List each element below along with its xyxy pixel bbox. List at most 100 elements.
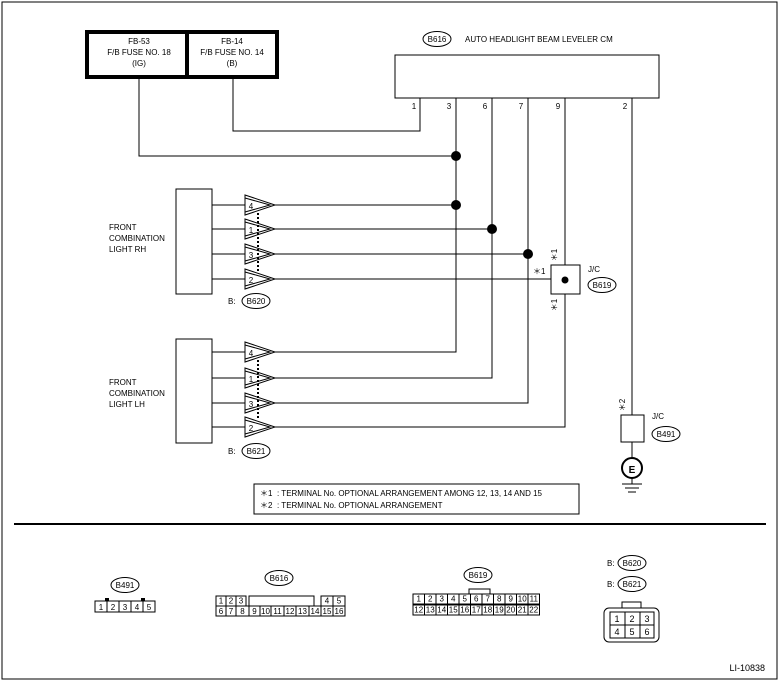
rh-label-line: COMBINATION xyxy=(109,234,165,243)
lh-label-line: LIGHT LH xyxy=(109,400,145,409)
six-pin-number: 1 xyxy=(614,614,619,624)
note-text: : TERMINAL No. OPTIONAL ARRANGEMENT xyxy=(277,501,443,510)
conn-b619-badge xyxy=(463,567,493,583)
lh-pin-number: 3 xyxy=(249,400,254,409)
connector-pin-number: 3 xyxy=(440,595,445,604)
conn-b616-badge xyxy=(264,570,294,586)
junction-dots xyxy=(451,151,569,284)
lh-pin-number: 4 xyxy=(249,349,254,358)
conn-b491-name: B491 xyxy=(116,581,135,590)
jc-b491-box xyxy=(620,414,645,443)
conn-b491-pin: 3 xyxy=(123,603,128,612)
lh-pin-number: 2 xyxy=(249,424,254,433)
rh-pin-number: 4 xyxy=(249,202,254,211)
fuse-2-id: FB-14 xyxy=(221,37,243,46)
connector-cell xyxy=(527,604,540,616)
ecu-pin-label: 9 xyxy=(556,102,561,111)
six-pin-number: 6 xyxy=(644,627,649,637)
fuse-2-line2: (B) xyxy=(227,59,238,68)
connector-pin-number: 9 xyxy=(252,607,257,616)
ecu-connector-badge xyxy=(422,31,452,47)
rh-connector-label: B620 xyxy=(247,297,266,306)
connector-cell xyxy=(527,593,540,605)
connector-pin-number: 17 xyxy=(472,606,481,615)
connector-pin-number: 10 xyxy=(261,607,270,616)
jc-b491-mark: ＊2 xyxy=(618,398,627,411)
jc-b619-mark-left: ＊1 xyxy=(533,267,546,276)
conn-b620-name: B620 xyxy=(623,559,642,568)
lh-label-line: COMBINATION xyxy=(109,389,165,398)
conn-b491-face xyxy=(94,598,156,613)
connector-pin-number: 6 xyxy=(474,595,479,604)
connector-pin-number: 8 xyxy=(240,607,245,616)
connector-cell xyxy=(332,605,346,617)
jc-b619-badge xyxy=(587,277,617,293)
rh-label-line: FRONT xyxy=(109,223,137,232)
fuse-block xyxy=(85,30,279,79)
jc-b619-mark-bottom: ＊1 xyxy=(550,298,559,311)
conn-b620-badge xyxy=(617,555,647,571)
conn-b491-badge xyxy=(110,577,140,593)
note-mark: ＊2 xyxy=(260,501,273,510)
rh-pin-group xyxy=(212,194,277,290)
six-pin-number: 4 xyxy=(614,627,619,637)
connector-pin-number: 6 xyxy=(219,607,224,616)
connector-pin-number: 5 xyxy=(463,595,468,604)
ecu-pin-label: 1 xyxy=(412,102,417,111)
notes-box xyxy=(253,483,580,515)
connector-pin-number: 2 xyxy=(428,595,433,604)
connector-pin-number: 5 xyxy=(337,597,342,606)
six-pin-number: 2 xyxy=(629,614,634,624)
connector-pin-number: 14 xyxy=(437,606,446,615)
figure-id: LI-10838 xyxy=(729,663,765,673)
connector-pin-number: 12 xyxy=(414,606,423,615)
connector-pin-number: 13 xyxy=(426,606,435,615)
note-text: : TERMINAL No. OPTIONAL ARRANGEMENT AMON… xyxy=(277,489,543,498)
connector-pin-number: 1 xyxy=(219,597,224,606)
connector-pin-number: 14 xyxy=(311,607,320,616)
rh-pin-number: 1 xyxy=(249,226,254,235)
jc-b619-mark-top: ＊1 xyxy=(550,248,559,261)
fuse-1-line1: F/B FUSE NO. 18 xyxy=(107,48,171,57)
jc-b491-connector: B491 xyxy=(657,430,676,439)
connector-pin-number: 20 xyxy=(506,606,515,615)
ecu-pin-label: 6 xyxy=(483,102,488,111)
connector-pin-number: 22 xyxy=(529,606,538,615)
connector-pin-number: 16 xyxy=(335,607,344,616)
lh-label-line: FRONT xyxy=(109,378,137,387)
conn-b616-name: B616 xyxy=(270,574,289,583)
connector-pin-number: 10 xyxy=(518,595,527,604)
connector-pin-number: 9 xyxy=(509,595,514,604)
ecu-title: AUTO HEADLIGHT BEAM LEVELER CM xyxy=(465,35,613,44)
connector-key-outline xyxy=(468,588,491,594)
six-pin-number: 5 xyxy=(629,627,634,637)
rh-pin-number: 2 xyxy=(249,276,254,285)
conn-b491-pin: 5 xyxy=(147,603,152,612)
ecu-pin-label: 2 xyxy=(623,102,628,111)
jc-b619-connector: B619 xyxy=(593,281,612,290)
fuse-1-line2: (IG) xyxy=(132,59,146,68)
conn-b621-name: B621 xyxy=(623,580,642,589)
connector-pin-number: 11 xyxy=(530,595,539,604)
wires xyxy=(138,77,633,458)
rh-connector-prefix: B: xyxy=(228,297,236,306)
rh-pin-number: 3 xyxy=(249,251,254,260)
connector-pin-number: 1 xyxy=(417,595,422,604)
connector-pin-number: 15 xyxy=(323,607,332,616)
connector-pin-number: 15 xyxy=(449,606,458,615)
ecu-pin-label: 3 xyxy=(447,102,452,111)
six-pin-number: 3 xyxy=(644,614,649,624)
connector-pin-number: 2 xyxy=(229,597,234,606)
rh-label-line: LIGHT RH xyxy=(109,245,146,254)
connector-pin-number: 3 xyxy=(239,597,244,606)
conn-b619-name: B619 xyxy=(469,571,488,580)
connector-pin-number: 16 xyxy=(460,606,469,615)
connector-pin-number: 13 xyxy=(298,607,307,616)
fuse-2-line1: F/B FUSE NO. 14 xyxy=(200,48,264,57)
ecu-box xyxy=(394,54,660,99)
